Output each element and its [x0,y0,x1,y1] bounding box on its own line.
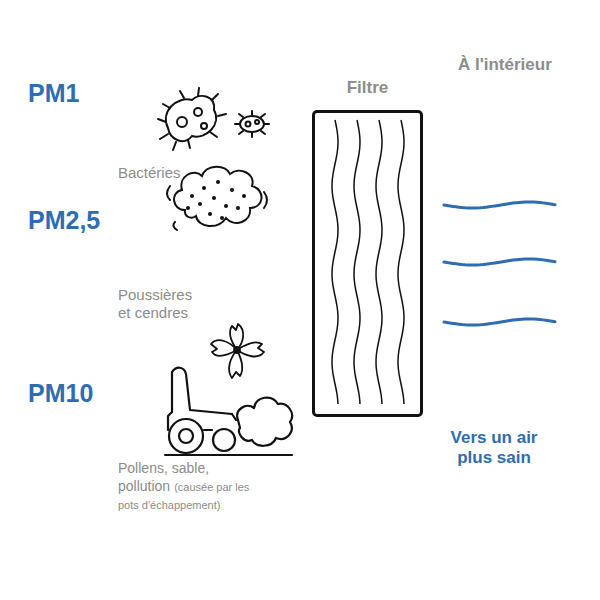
air-wave [444,202,555,208]
particle-text-group: Pollens, sable, pollution(causée par les… [118,459,256,514]
air-wave [444,259,555,265]
filter-pleat [332,120,338,404]
clean-air-waves [444,202,555,325]
filter-pleats [332,120,404,404]
filter-pleat [354,120,360,404]
filter-heading: Filtre [312,78,423,98]
filter-outline [312,110,423,417]
air-wave [444,319,555,325]
pm-size-label: PM1 [28,78,79,108]
pm-size-label: PM10 [28,378,93,408]
pollen-flower-icon [211,324,264,378]
filter-pleat [376,120,382,404]
filter-box: Filtre [312,78,423,417]
dust-cloud-icon [167,167,267,230]
filter-pleat [398,120,404,404]
vehicle-exhaust-icon [165,368,292,455]
particle-label: Bactéries [118,164,181,182]
particle-label: Poussières et cendres [118,286,206,322]
inside-label: À l'intérieur [458,55,552,75]
bacteria-icon [158,88,269,150]
result-label: Vers un air plus sain [432,428,556,469]
pm-size-label: PM2,5 [28,205,100,235]
